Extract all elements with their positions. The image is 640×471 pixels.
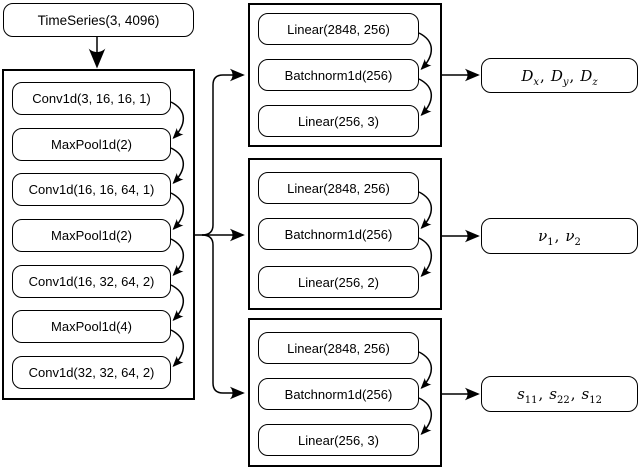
math-base: D xyxy=(550,66,563,85)
math-base: s xyxy=(517,385,525,403)
layer-label: MaxPool1d(2) xyxy=(51,137,132,152)
math-term: Dy xyxy=(550,66,569,88)
math-expression: s11,s22,s12 xyxy=(517,385,602,406)
input-node: TimeSeries(3, 4096) xyxy=(3,3,194,37)
layer-label: Linear(2848, 256) xyxy=(287,340,390,356)
math-sub: 22 xyxy=(556,395,570,406)
head3-layer-3: Linear(256, 3) xyxy=(258,424,419,456)
arc-head2-1-2 xyxy=(418,191,433,229)
math-sub: y xyxy=(562,76,569,88)
output-box-displacements: Dx,Dy,Dz xyxy=(481,58,638,93)
arc-head1-1-2 xyxy=(418,32,433,70)
arc-cnn-4-5 xyxy=(170,238,185,276)
layer-label: Batchnorm1d(256) xyxy=(284,386,393,402)
math-base: D xyxy=(580,66,593,85)
math-term: ν1 xyxy=(538,227,554,248)
math-term: s11 xyxy=(517,385,538,406)
head-container-1 xyxy=(248,3,442,147)
math-base: ν xyxy=(565,227,575,245)
layer-label: Linear(2848, 256) xyxy=(287,21,390,37)
math-separator: , xyxy=(538,385,544,403)
math-sub: x xyxy=(533,76,540,88)
arrow-branch-top xyxy=(201,68,245,236)
math-term: Dx xyxy=(521,66,540,88)
math-separator: , xyxy=(569,66,575,85)
math-sub: 11 xyxy=(524,395,538,406)
math-sub: 12 xyxy=(589,395,602,406)
arc-cnn-5-6 xyxy=(170,284,185,321)
layer-label: Linear(256, 3) xyxy=(298,432,379,448)
head1-layer-2: Batchnorm1d(256) xyxy=(258,59,419,91)
math-term: s22 xyxy=(549,385,570,406)
layer-label: Batchnorm1d(256) xyxy=(284,226,393,242)
cnn-layer-6: MaxPool1d(4) xyxy=(12,310,171,343)
cnn-layer-7: Conv1d(32, 32, 64, 2) xyxy=(12,356,171,389)
math-term: Dz xyxy=(580,66,598,88)
arc-cnn-2-3 xyxy=(170,147,185,184)
arc-cnn-6-7 xyxy=(170,329,185,367)
head3-layer-1: Linear(2848, 256) xyxy=(258,332,419,364)
cnn-container xyxy=(2,69,195,400)
math-expression: ν1,ν2 xyxy=(538,227,581,248)
layer-label: MaxPool1d(4) xyxy=(51,319,132,334)
layer-label: MaxPool1d(2) xyxy=(51,228,132,243)
arc-head2-2-3 xyxy=(418,237,433,277)
layer-label: Batchnorm1d(256) xyxy=(284,67,393,83)
head-container-3 xyxy=(248,318,442,467)
arc-head1-2-3 xyxy=(418,78,433,116)
layer-label: Linear(256, 3) xyxy=(298,113,379,129)
arrow-branch-bottom xyxy=(201,234,245,400)
cnn-layer-4: MaxPool1d(2) xyxy=(12,219,171,252)
math-separator: , xyxy=(540,66,545,85)
cnn-layer-5: Conv1d(16, 32, 64, 2) xyxy=(12,265,171,298)
output-box-poisson: ν1,ν2 xyxy=(481,218,638,254)
math-term: s12 xyxy=(581,385,602,406)
arc-head3-2-3 xyxy=(418,397,433,435)
math-base: s xyxy=(549,385,557,403)
math-sub: 1 xyxy=(547,237,554,248)
arc-cnn-3-4 xyxy=(170,192,185,230)
cnn-layer-2: MaxPool1d(2) xyxy=(12,128,171,161)
head1-layer-1: Linear(2848, 256) xyxy=(258,13,419,45)
layer-label: Conv1d(3, 16, 16, 1) xyxy=(32,91,151,106)
cnn-layer-1: Conv1d(3, 16, 16, 1) xyxy=(12,82,171,115)
arc-cnn-1-2 xyxy=(170,101,185,139)
layer-label: Conv1d(32, 32, 64, 2) xyxy=(28,365,155,380)
layer-label: Conv1d(16, 16, 64, 1) xyxy=(28,182,155,197)
cnn-layer-3: Conv1d(16, 16, 64, 1) xyxy=(12,173,171,206)
head1-layer-3: Linear(256, 3) xyxy=(258,105,419,137)
math-sub: z xyxy=(592,76,598,88)
math-separator: , xyxy=(554,227,560,245)
output-box-stress: s11,s22,s12 xyxy=(481,376,638,412)
math-base: D xyxy=(521,66,534,85)
head2-layer-1: Linear(2848, 256) xyxy=(258,172,419,204)
head-container-2 xyxy=(248,158,442,310)
layer-label: Conv1d(16, 32, 64, 2) xyxy=(28,274,155,289)
head2-layer-3: Linear(256, 2) xyxy=(258,266,419,298)
layer-label: Linear(256, 2) xyxy=(298,274,379,290)
arc-head3-1-2 xyxy=(418,351,433,389)
head2-layer-2: Batchnorm1d(256) xyxy=(258,218,419,250)
input-label: TimeSeries(3, 4096) xyxy=(37,12,160,28)
math-term: ν2 xyxy=(565,227,581,248)
math-separator: , xyxy=(570,385,576,403)
head3-layer-2: Batchnorm1d(256) xyxy=(258,378,419,410)
math-expression: Dx,Dy,Dz xyxy=(521,66,598,88)
math-base: ν xyxy=(538,227,548,245)
layer-label: Linear(2848, 256) xyxy=(287,180,390,196)
math-sub: 2 xyxy=(574,237,581,248)
math-base: s xyxy=(581,385,590,403)
